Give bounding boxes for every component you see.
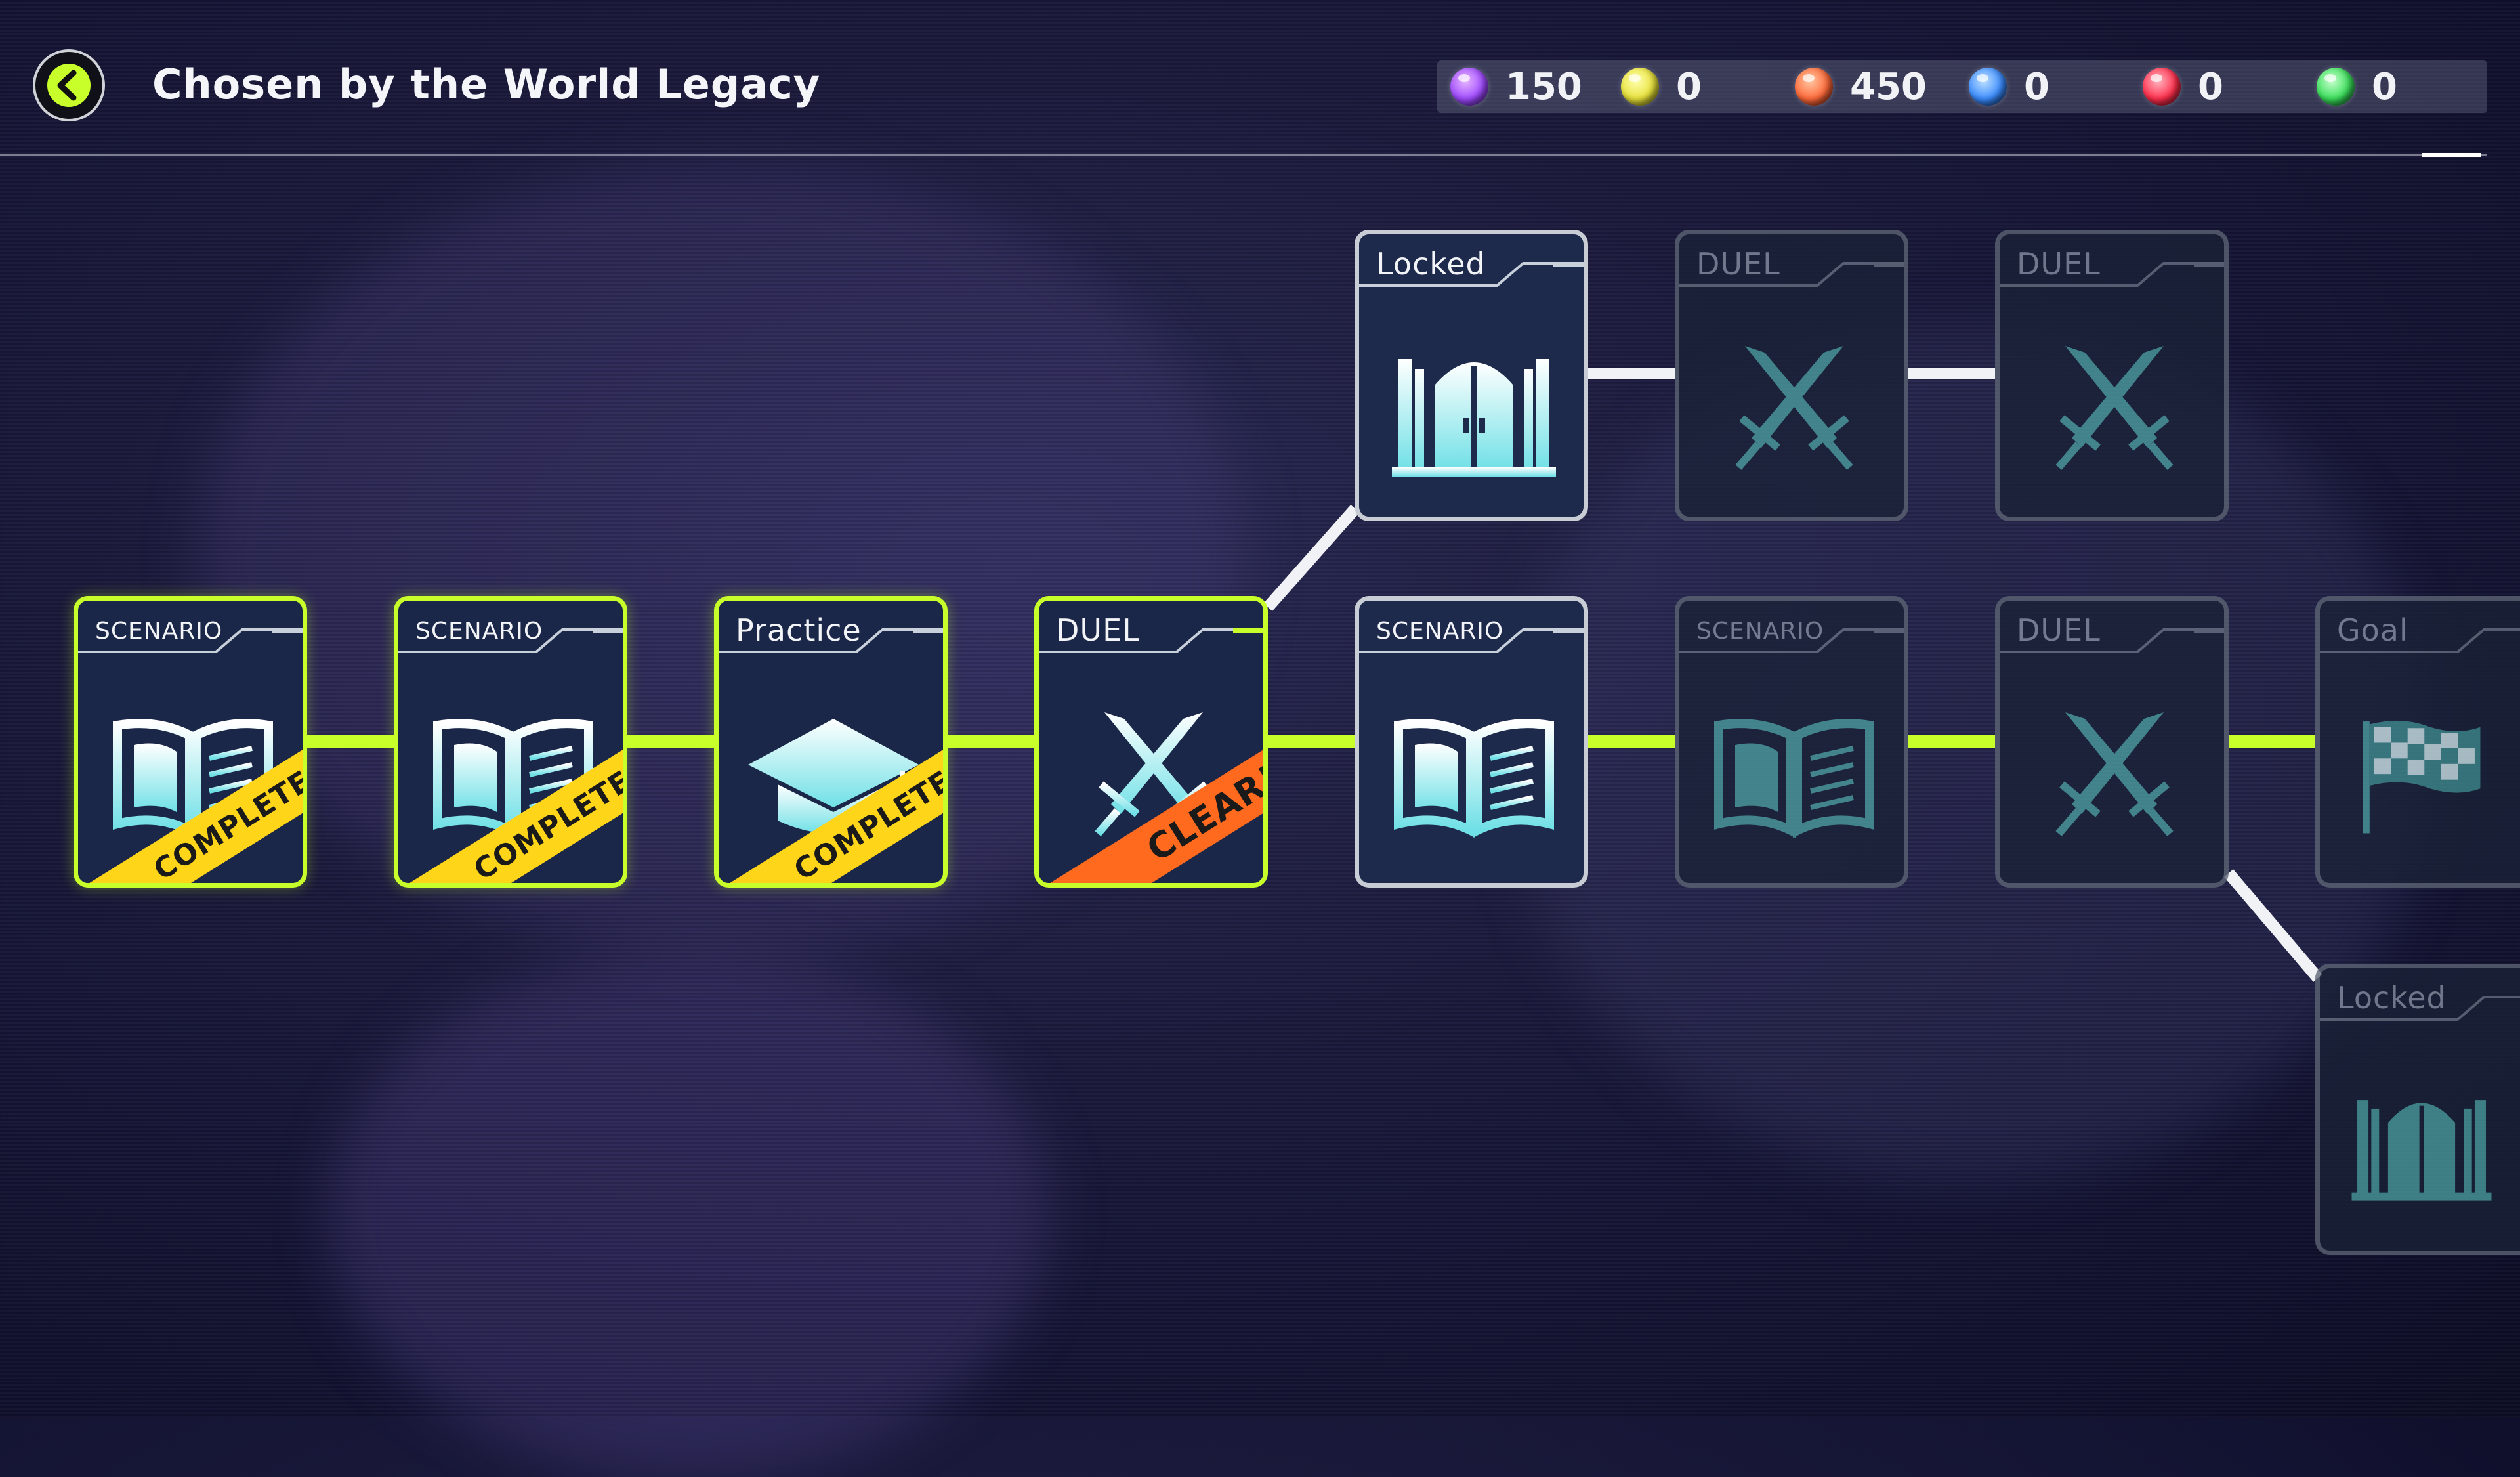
blue-orb-icon <box>1969 68 2007 106</box>
node-label: SCENARIO <box>1376 618 1504 645</box>
currency-value: 0 <box>1676 65 1702 108</box>
node-tab <box>1359 601 1584 660</box>
node-tab <box>1359 234 1584 293</box>
node-label: DUEL <box>1056 612 1140 648</box>
red-orb-icon <box>2143 68 2181 106</box>
currency-item[interactable]: 0 <box>1969 60 2049 113</box>
currency-value: 0 <box>2198 65 2223 108</box>
node-label: SCENARIO <box>415 618 543 645</box>
currency-item[interactable]: 0 <box>2143 60 2223 113</box>
stage-node-locked[interactable]: Locked <box>1354 230 1588 521</box>
stage-node-goal[interactable]: Goal <box>2315 596 2520 888</box>
stage-node-duel[interactable]: DUEL CLEAR! <box>1034 596 1268 888</box>
currency-item[interactable]: 0 <box>2317 60 2397 113</box>
node-tab <box>1039 601 1263 660</box>
yellow-orb-icon <box>1621 68 1659 106</box>
orange-orb-icon <box>1795 68 1833 106</box>
progress-map: SCENARIO COMPLETE!! SCENARIO <box>74 230 2520 1255</box>
stage-node-scenario[interactable]: SCENARIO COMPLETE!! <box>394 596 627 888</box>
stage-node-duel[interactable]: DUEL <box>1995 230 2229 521</box>
header-divider <box>0 154 2487 156</box>
stage-node-scenario[interactable]: SCENARIO <box>1354 596 1588 888</box>
header-divider-accent <box>2422 153 2481 157</box>
currency-item[interactable]: 150 <box>1450 60 1582 113</box>
node-label: Locked <box>2337 980 2446 1016</box>
stage-node-duel[interactable]: DUEL <box>1675 230 1908 521</box>
currency-bar: 150 0 450 0 0 0 <box>1437 60 2487 113</box>
stage-node-locked[interactable]: Locked <box>2315 964 2520 1255</box>
book-icon <box>113 719 273 838</box>
node-label: DUEL <box>1696 246 1780 282</box>
currency-item[interactable]: 450 <box>1795 60 1927 113</box>
crossed-swords-icon <box>2055 712 2174 836</box>
crossed-swords-icon <box>1735 346 1853 470</box>
currency-item[interactable]: 0 <box>1621 60 1702 113</box>
node-tab <box>2320 601 2520 660</box>
locked-gate-icon <box>2351 1100 2492 1201</box>
node-tab <box>398 601 623 660</box>
node-label: DUEL <box>2017 246 2101 282</box>
node-tab <box>2000 601 2224 660</box>
green-orb-icon <box>2317 68 2355 106</box>
book-icon <box>433 719 593 838</box>
node-tab <box>2320 968 2520 1027</box>
node-tab <box>78 601 303 660</box>
node-label: DUEL <box>2017 612 2101 648</box>
book-icon <box>1394 719 1554 838</box>
back-button[interactable] <box>33 49 105 121</box>
node-label: Practice <box>736 612 862 648</box>
node-label: Locked <box>1376 246 1486 282</box>
currency-value: 0 <box>2024 65 2049 108</box>
checkered-flag-icon <box>2362 720 2481 834</box>
header-bar: Chosen by the World Legacy 150 0 450 0 0… <box>0 0 2520 158</box>
node-tab <box>719 601 943 660</box>
node-tab <box>2000 234 2224 293</box>
book-icon <box>1714 719 1874 838</box>
crossed-swords-icon <box>1095 712 1213 836</box>
stage-node-practice[interactable]: Practice COMPLETE!! <box>714 596 948 888</box>
currency-value: 450 <box>1850 65 1927 108</box>
node-label: Goal <box>2337 612 2408 648</box>
currency-value: 0 <box>2372 65 2397 108</box>
node-tab <box>1679 601 1904 660</box>
path-connectors <box>307 368 2322 982</box>
purple-orb-icon <box>1450 68 1488 106</box>
locked-gate-icon <box>1392 359 1556 477</box>
stage-node-duel[interactable]: DUEL <box>1995 596 2229 888</box>
node-label: SCENARIO <box>1696 618 1824 645</box>
page-title: Chosen by the World Legacy <box>152 60 821 108</box>
stage-node-scenario[interactable]: SCENARIO <box>1675 596 1908 888</box>
crossed-swords-icon <box>2055 346 2174 470</box>
currency-value: 150 <box>1505 65 1582 108</box>
graduation-cap-icon <box>748 719 919 834</box>
node-tab <box>1679 234 1904 293</box>
chevron-left-icon <box>47 64 91 107</box>
stage-node-scenario[interactable]: SCENARIO COMPLETE!! <box>74 596 307 888</box>
node-label: SCENARIO <box>95 618 223 645</box>
